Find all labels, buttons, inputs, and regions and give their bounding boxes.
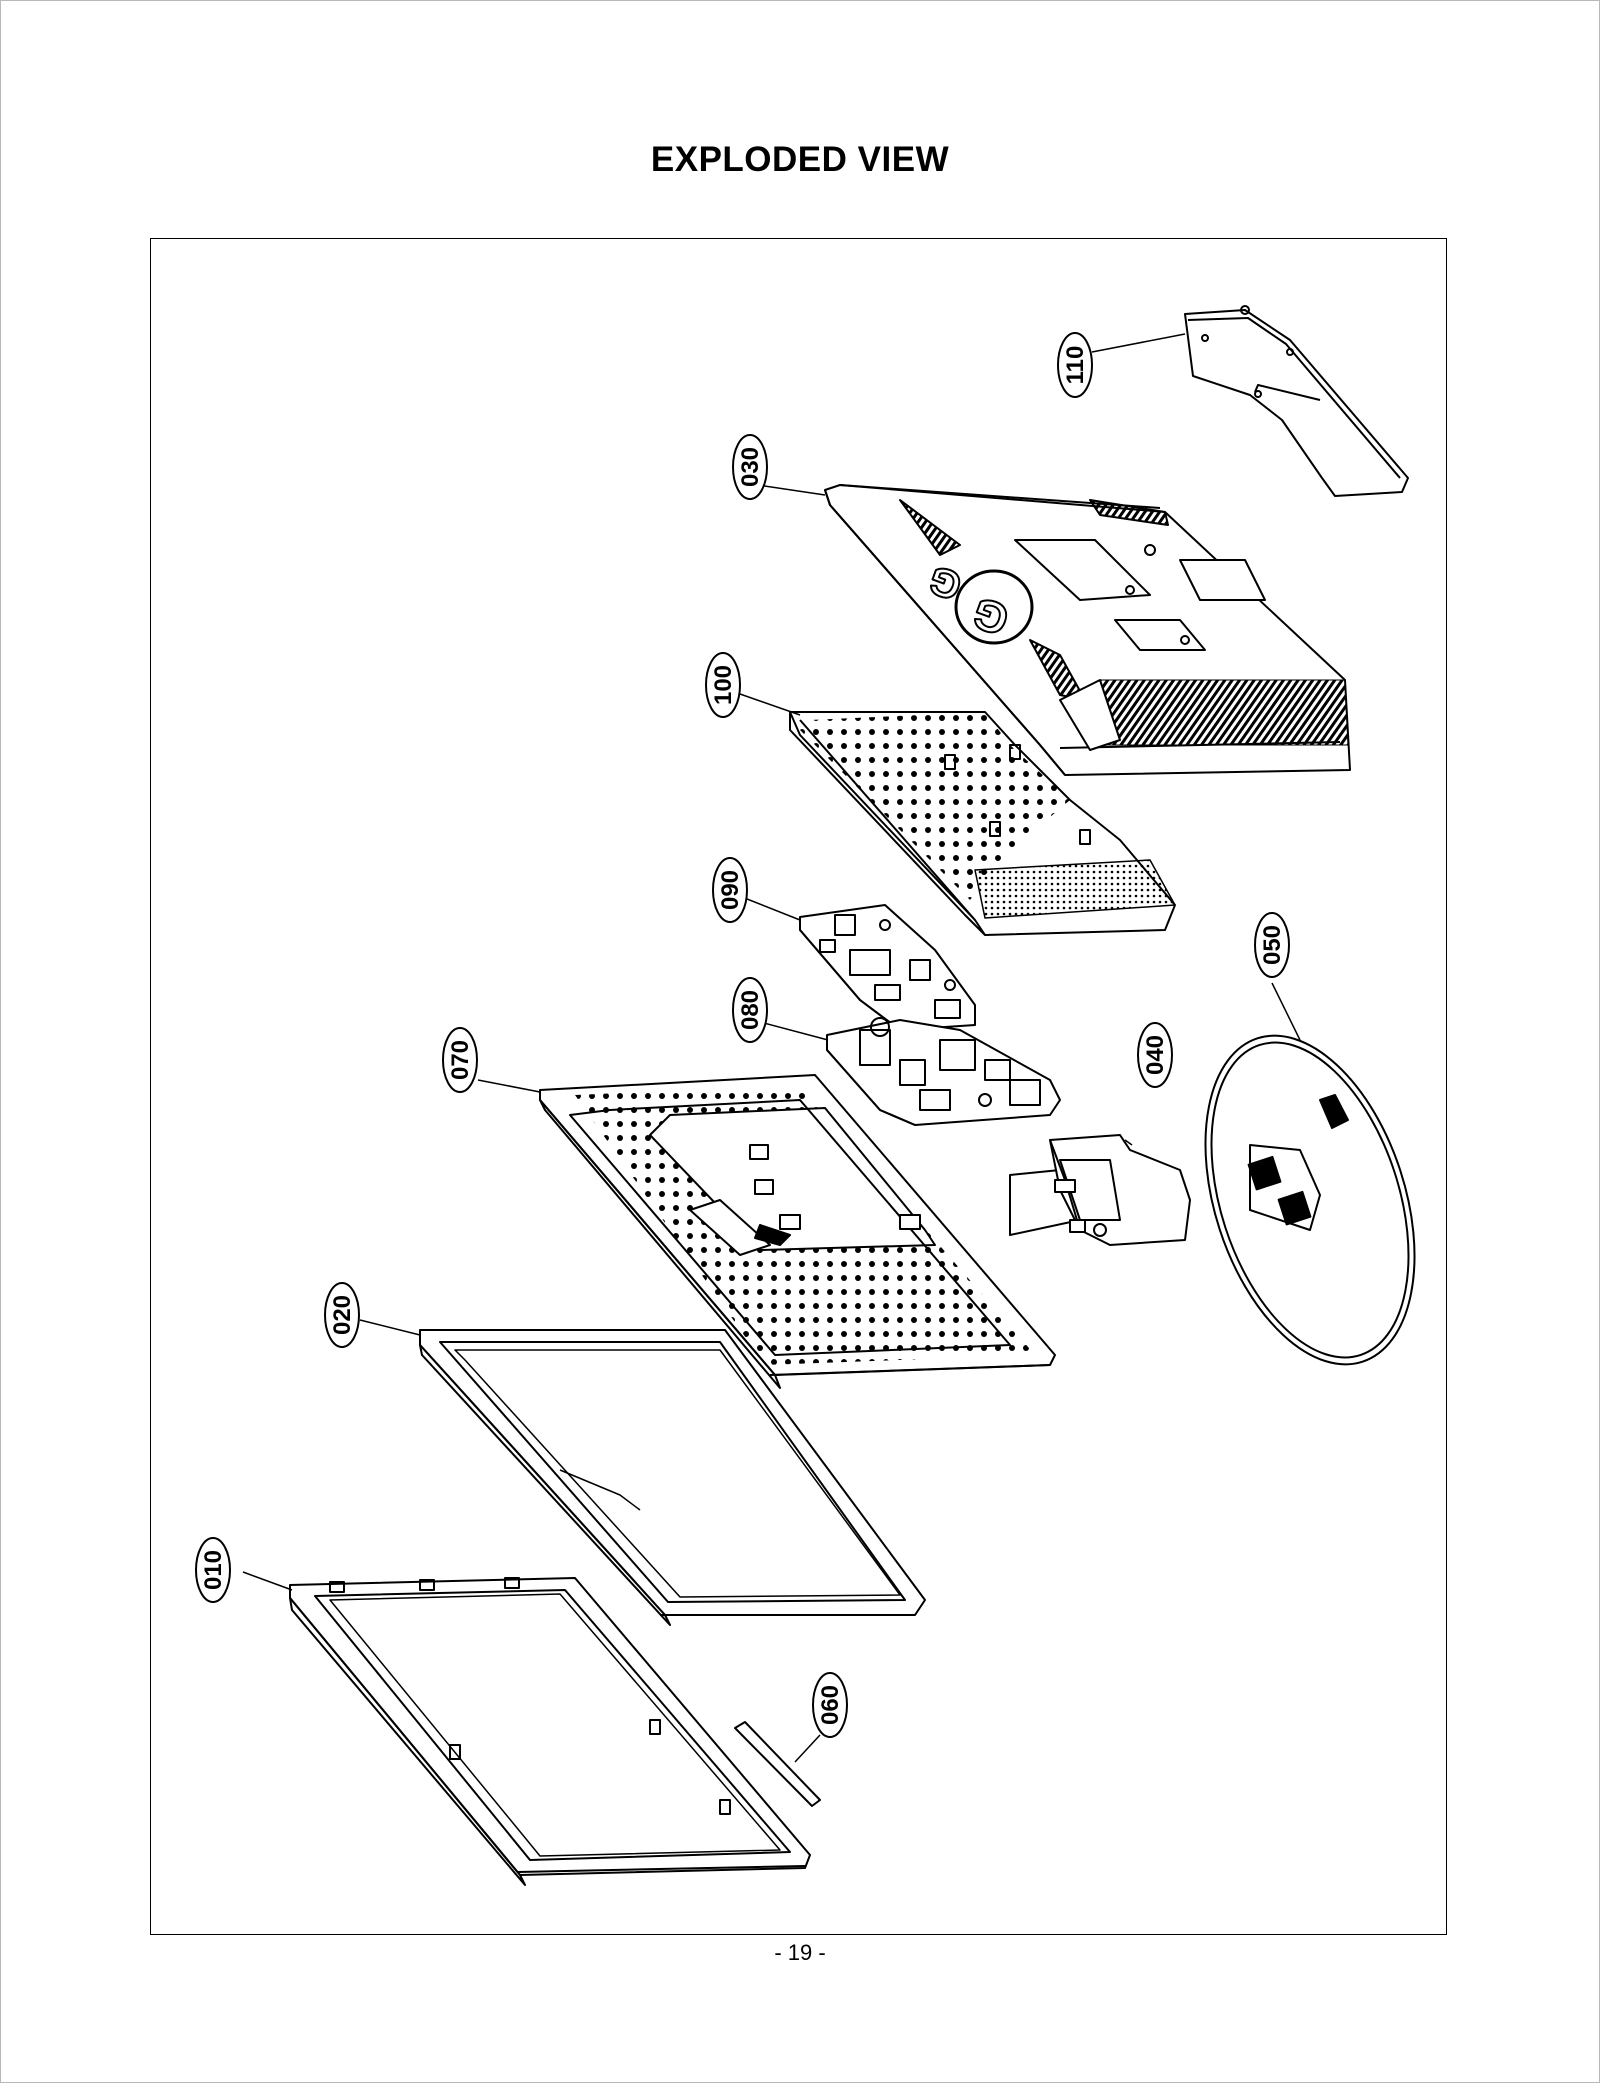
callout-010: 010 [195,1537,231,1603]
callout-100: 100 [705,652,741,718]
callout-110: 110 [1057,332,1093,398]
svg-text:040: 040 [1142,1035,1169,1075]
svg-text:060: 060 [817,1685,844,1725]
callout-080: 080 [732,977,768,1043]
callout-070: 070 [442,1027,478,1093]
svg-text:090: 090 [717,870,744,910]
part-110-rear-cover [1184,305,1409,497]
part-090-main-board [799,904,976,1031]
part-010-front-cabinet [289,1577,811,1886]
svg-text:010: 010 [200,1550,227,1590]
part-060-control-strip [734,1721,821,1807]
callout-090: 090 [712,857,748,923]
part-100-shield-case [789,711,1176,936]
part-050-base [1204,1034,1416,1366]
callout-050: 050 [1254,912,1290,978]
lg-logo: G G [922,556,1034,646]
callout-030: 030 [732,434,768,500]
svg-text:070: 070 [447,1040,474,1080]
diagram-frame [150,238,1447,1935]
callout-020: 020 [324,1282,360,1348]
page-title: EXPLODED VIEW [650,140,950,179]
leader-lines [242,333,1301,1763]
part-040-stand-hinge [1009,1134,1191,1246]
part-080-power-board [826,1017,1061,1126]
part-020-lcd-panel [419,1329,926,1626]
svg-text:110: 110 [1062,346,1089,385]
part-030-back-cover: G G [824,484,1351,776]
svg-text:050: 050 [1259,925,1286,965]
page-number: - 19 - [774,1940,826,1965]
part-070-main-frame [539,1074,1056,1389]
callout-060: 060 [812,1672,848,1738]
svg-text:030: 030 [737,447,764,487]
svg-text:080: 080 [737,990,764,1030]
svg-text:020: 020 [329,1295,356,1335]
callout-labels: 110 030 100 090 080 070 040 050 [195,332,1290,1738]
svg-text:100: 100 [710,665,737,705]
callout-040: 040 [1137,1022,1173,1088]
